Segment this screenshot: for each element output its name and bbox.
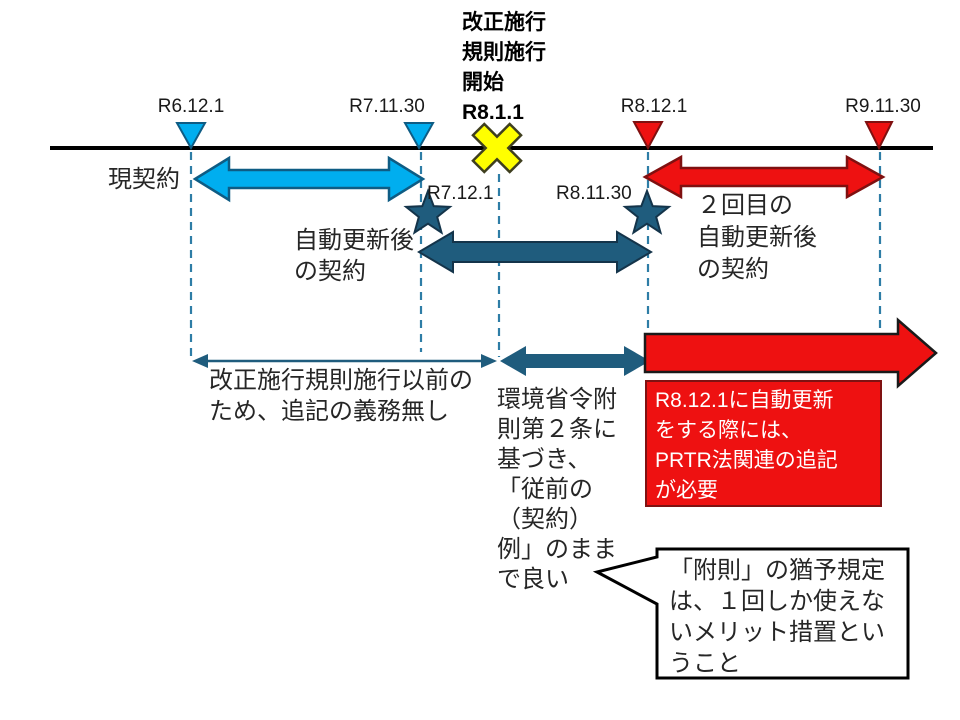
prtr-warning-text: R8.12.1に自動更新 をする際には、 PRTR法関連の追記 が必要 bbox=[655, 389, 838, 502]
tick-label-r7-11-30: R7.11.30 bbox=[349, 96, 425, 117]
tick-label-r8-12-1: R8.12.1 bbox=[620, 96, 688, 117]
prtr-required-arrow bbox=[643, 317, 938, 389]
no-obligation-span-arrow bbox=[192, 354, 497, 368]
tick-label-r9-11-30: R9.11.30 bbox=[845, 96, 921, 117]
no-obligation-span-right-head bbox=[481, 354, 497, 368]
renewal-star-r7-12-1 bbox=[403, 188, 453, 235]
enforcement-start-note: 改正施行 規則施行 開始 R8.1.1 bbox=[462, 11, 546, 124]
ministry-ordinance-note: 環境省令附 則第２条に 基づき、 「従前の （契約） 例」のまま で良い bbox=[497, 386, 617, 593]
prtr-warning-box: R8.12.1に自動更新 をする際には、 PRTR法関連の追記 が必要 bbox=[645, 380, 882, 507]
callout-bubble bbox=[592, 547, 910, 680]
second-renewal-contract-arrow bbox=[642, 154, 886, 200]
current-contract-arrow bbox=[192, 155, 426, 203]
no-obligation-span-left-head bbox=[192, 354, 208, 368]
tick-label-r7-12-1: R7.12.1 bbox=[427, 183, 494, 204]
tick-label-r8-11-30: R8.11.30 bbox=[556, 183, 632, 204]
first-renewal-contract-arrow bbox=[417, 230, 653, 274]
callout-text: 「附則」の猶予規定 は、１回しか使えな いメリット措置とい うこと bbox=[669, 557, 885, 677]
no-obligation-note: 改正施行規則施行以前の ため、追記の義務無し bbox=[209, 367, 473, 425]
marker-triangle-r9-11-30 bbox=[864, 121, 894, 151]
enforcement-start-x-icon bbox=[471, 122, 523, 174]
ministry-ordinance-span-arrow bbox=[500, 346, 650, 376]
marker-triangle-r6-12-1 bbox=[175, 122, 207, 151]
current-contract-label: 現契約 bbox=[108, 166, 180, 193]
second-renewal-contract-label: ２回目の 自動更新後 の契約 bbox=[697, 192, 817, 283]
dashed-guides bbox=[189, 152, 882, 360]
first-renewal-contract-label: 自動更新後 の契約 bbox=[294, 227, 414, 285]
renewal-star-r8-11-30 bbox=[622, 188, 672, 235]
marker-triangle-r8-12-1 bbox=[632, 121, 664, 151]
marker-triangle-r7-11-30 bbox=[403, 122, 435, 151]
tick-label-r6-12-1: R6.12.1 bbox=[157, 96, 225, 117]
